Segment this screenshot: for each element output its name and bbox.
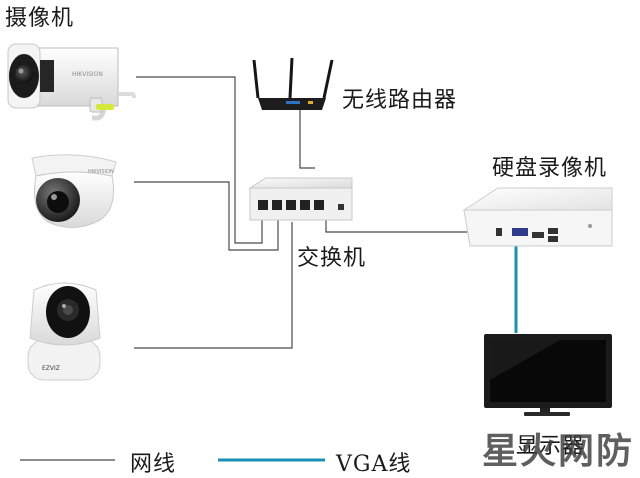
label-camera: 摄像机 [5,6,75,31]
bullet-camera: HIKVISION [7,43,136,121]
label-nvr: 硬盘录像机 [492,156,608,181]
network-switch [248,177,353,221]
label-monitor: 显示器 [516,434,586,459]
dome-camera-brand: HIKVISION [88,169,114,175]
label-switch: 交换机 [297,246,367,271]
nvr-device [462,187,613,247]
monitor-device [484,334,612,416]
wireless-router [252,57,334,110]
cable-dome-to-switch [134,181,279,251]
dome-camera: HIKVISION [31,154,117,228]
pt-camera: EZVIZ [27,282,101,381]
label-router: 无线路由器 [342,88,458,113]
legend-vga-label: VGA线 [336,452,412,477]
bullet-camera-brand: HIKVISION [72,71,103,78]
legend-network-label: 网线 [130,452,177,477]
cable-bullet-to-switch [136,76,263,244]
watermark: 星火网防 [481,431,634,472]
cable-switch-to-nvr [325,220,497,233]
cable-pt-to-switch [134,222,293,349]
network-cables [134,76,497,349]
pt-camera-brand: EZVIZ [42,365,60,372]
cable-router-to-switch [299,108,315,169]
